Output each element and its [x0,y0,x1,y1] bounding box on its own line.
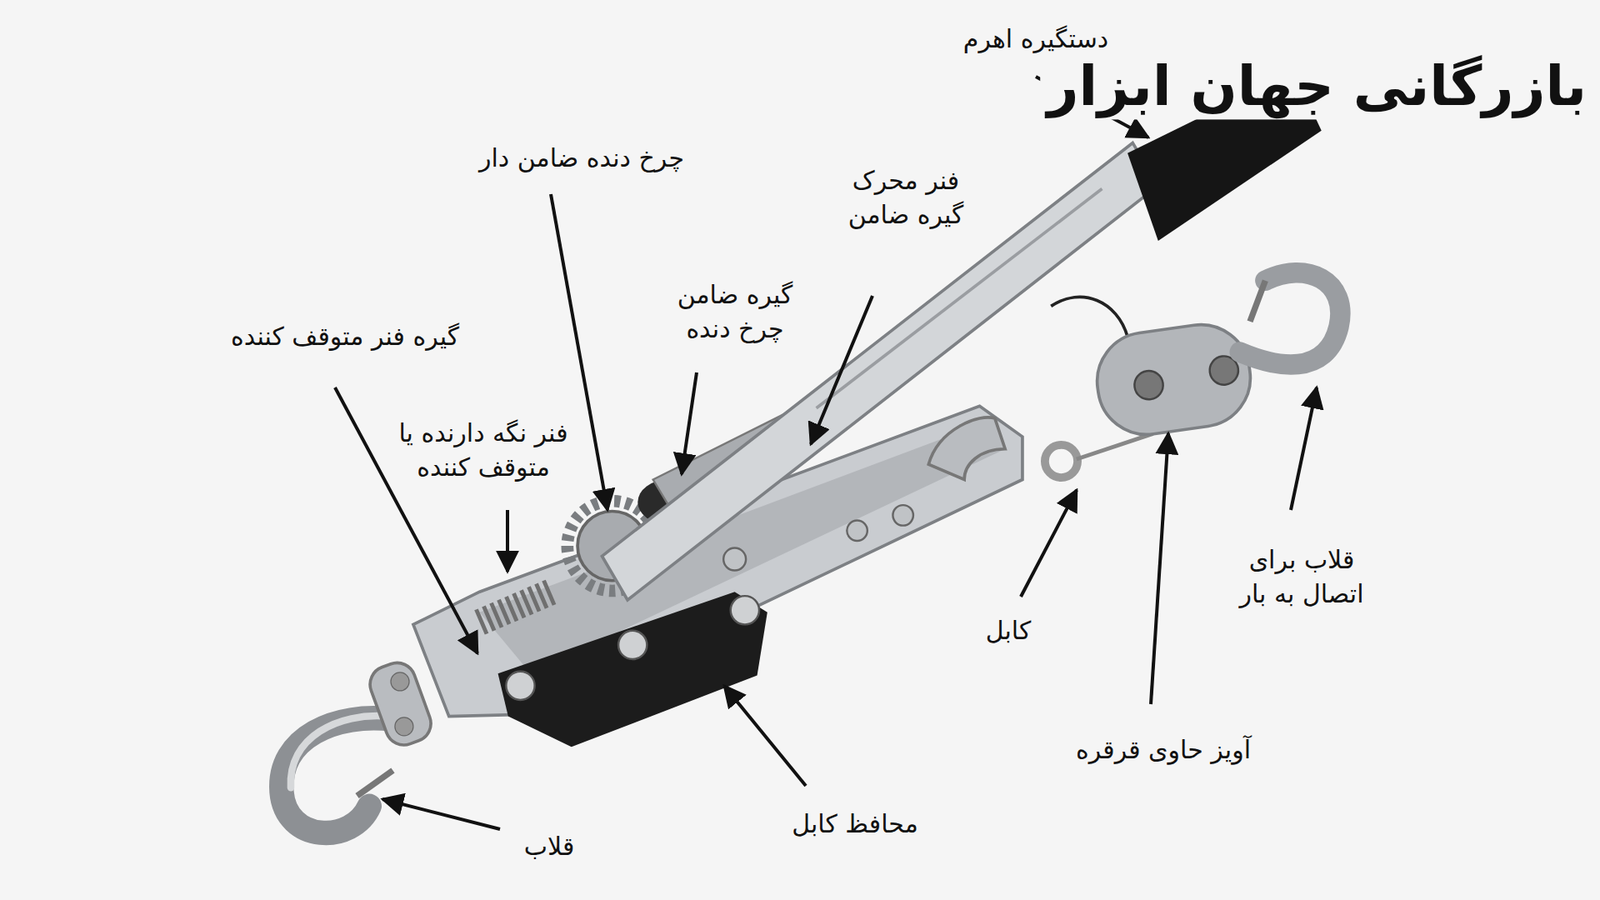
part-label: فنر نگه دارنده یا متوقف کننده [383,416,584,485]
part-label: قلاب برای اتصال به بار [1222,543,1381,611]
part-label: قلاب [524,830,575,865]
part-label: کابل [985,614,1032,649]
watermark: بازرگانی جهان ابزار [1040,53,1594,120]
part-label: گیره فنر متوقف کننده [230,320,460,355]
part-label: فنر محرک گیره ضامن [835,164,977,232]
part-label: گیره ضامن چرخ دنده [660,278,810,346]
part-label: چرخ دنده ضامن دار [479,141,685,176]
part-label: محافظ کابل [791,807,918,842]
part-label: دستگیره اهرم [963,22,1109,57]
part-label: آویز حاوی قرقره [1075,733,1251,768]
